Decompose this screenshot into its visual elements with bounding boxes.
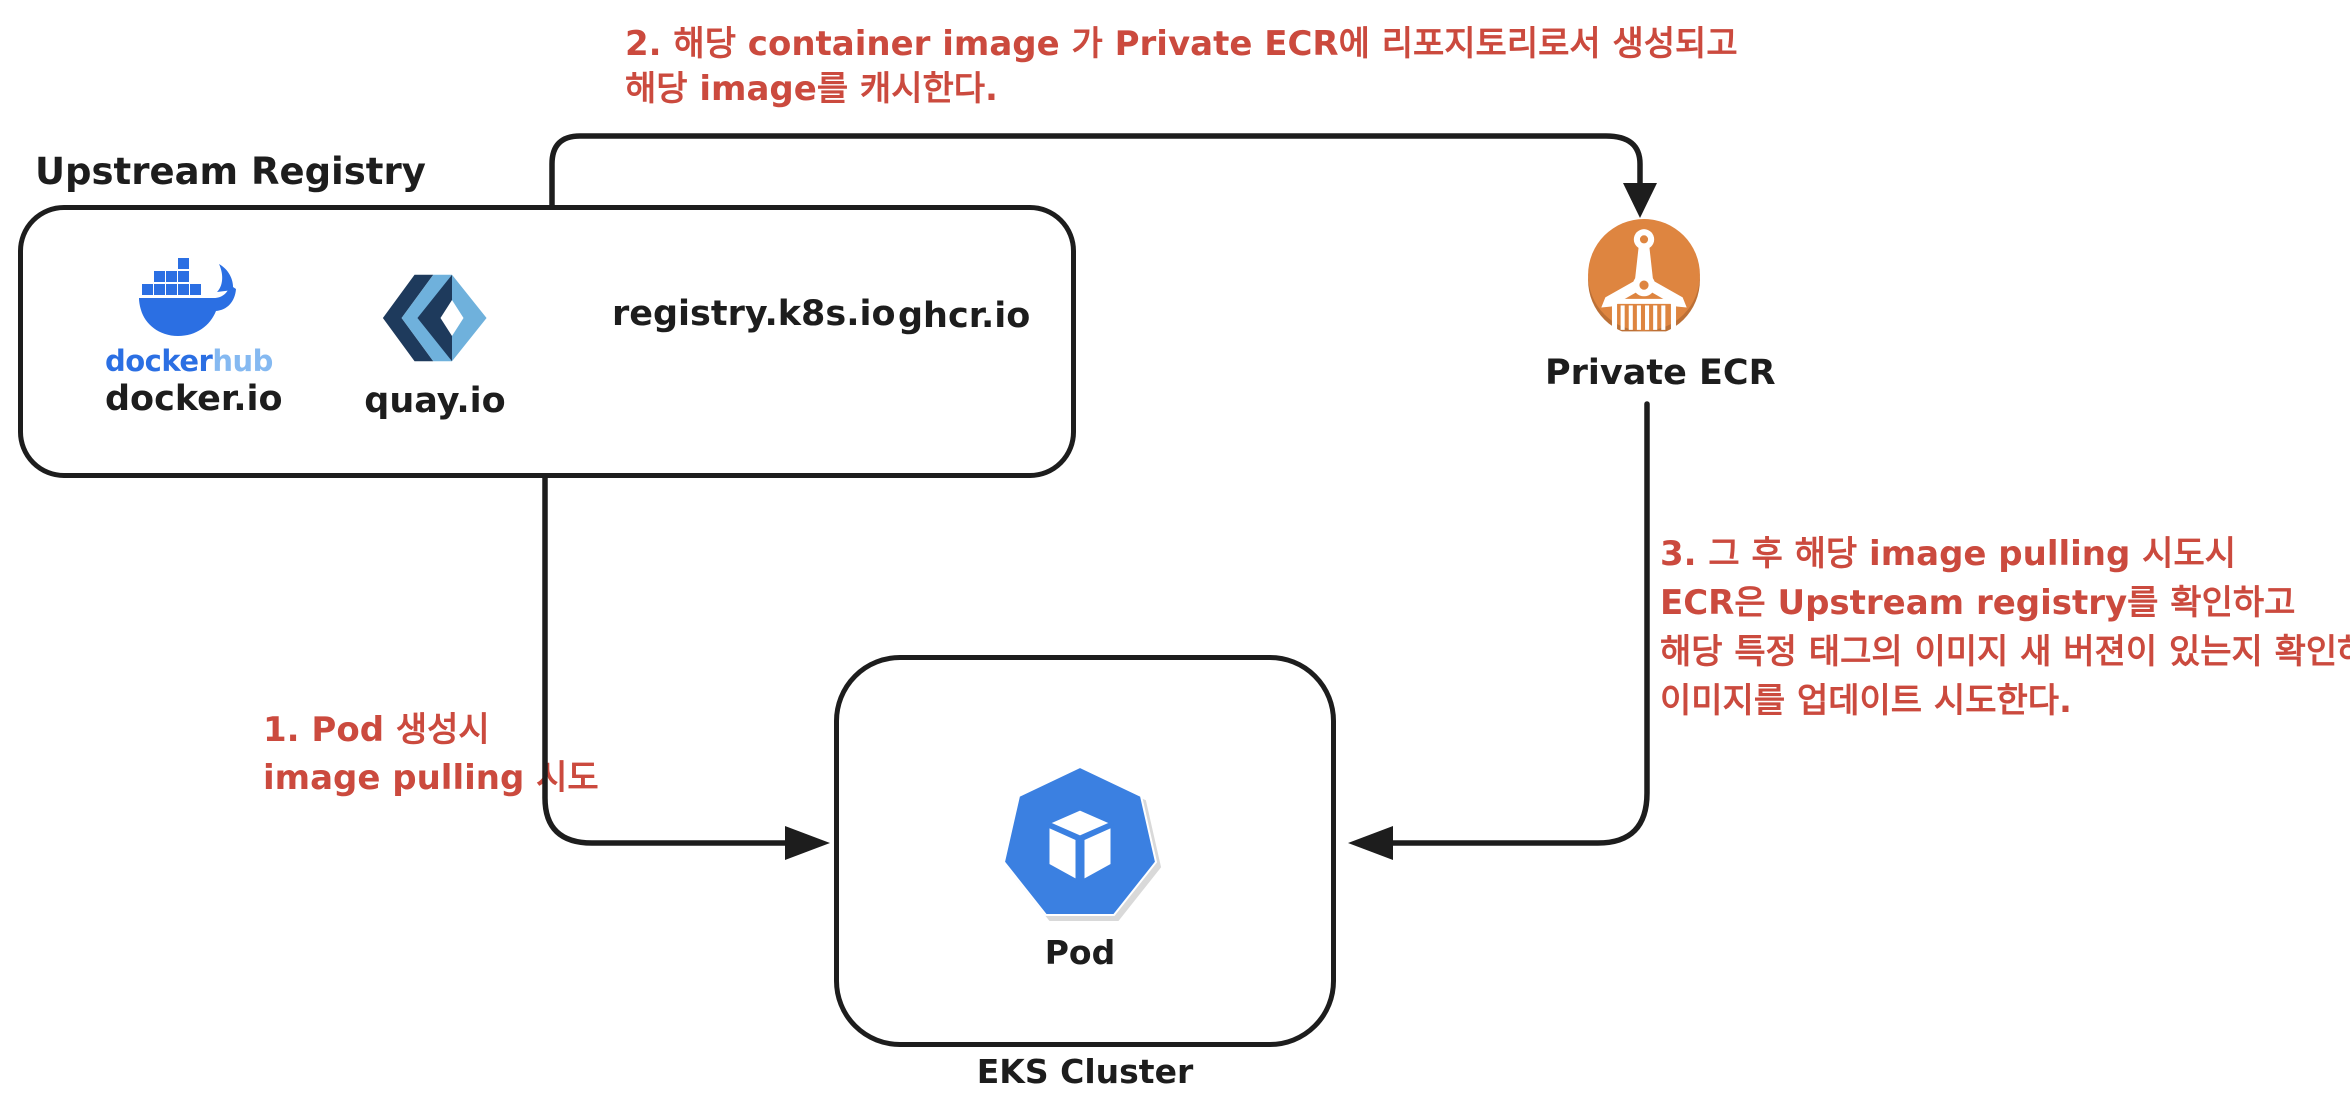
upstream-registry-box [18, 205, 1076, 478]
annotation-step3-line3: 해당 특정 태그의 이미지 새 버젼이 있는지 확인하고 [1660, 632, 2350, 672]
docker-io-label: docker.io [105, 379, 283, 419]
private-ecr-icon [1588, 219, 1700, 337]
docker-containers [142, 258, 201, 295]
dockerhub-wordmark: dockerhub [105, 344, 273, 378]
eks-cluster-label: EKS Cluster [976, 1052, 1194, 1091]
annotation-step1: 1. Pod 생성시 image pulling 시도 [263, 706, 599, 802]
annotation-step2-line1: 2. 해당 container image 가 Private ECR에 리포지… [625, 24, 1738, 64]
registry-k8s-io-label: registry.k8s.io [612, 294, 896, 334]
arrowhead-right-into-eks [785, 826, 830, 860]
annotation-step2: 2. 해당 container image 가 Private ECR에 리포지… [625, 22, 1738, 112]
arrowhead-down-into-ecr [1623, 183, 1657, 218]
quay-io-label: quay.io [364, 381, 506, 421]
pod-icon [1002, 765, 1158, 916]
arrow-ecr-to-pod [1389, 401, 1650, 846]
private-ecr-label: Private ECR [1545, 353, 1776, 393]
annotation-step3-line4: 이미지를 업데이트 시도한다. [1660, 681, 2072, 721]
annotation-step2-line2: 해당 image를 캐시한다. [625, 69, 998, 109]
arrow-upstream-to-ecr [549, 133, 1643, 209]
annotation-step3-line1: 3. 그 후 해당 image pulling 시도시 [1660, 534, 2237, 574]
annotation-step1-line2: image pulling 시도 [263, 758, 599, 798]
upstream-registry-title: Upstream Registry [35, 150, 426, 193]
annotation-step3-line2: ECR은 Upstream registry를 확인하고 [1660, 583, 2296, 623]
ecr-crane-glyph [1601, 229, 1687, 337]
dockerhub-wordmark-docker: docker [105, 344, 213, 378]
pod-label: Pod [1044, 933, 1116, 972]
arrowhead-left-into-eks [1348, 826, 1393, 860]
ghcr-io-label: ghcr.io [898, 296, 1031, 336]
docker-whale-icon [139, 258, 236, 336]
annotation-step3: 3. 그 후 해당 image pulling 시도시 ECR은 Upstrea… [1660, 530, 2350, 726]
quay-icon [382, 274, 487, 362]
annotation-step1-line1: 1. Pod 생성시 [263, 710, 490, 750]
pod-cube-glyph [1046, 807, 1114, 883]
dockerhub-wordmark-hub: hub [212, 344, 273, 378]
